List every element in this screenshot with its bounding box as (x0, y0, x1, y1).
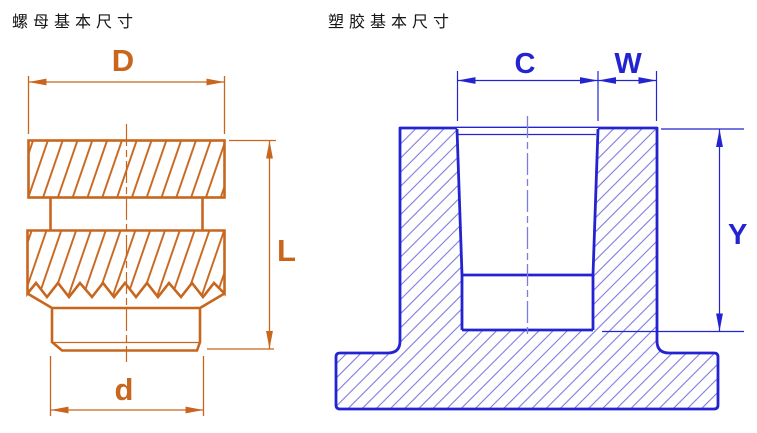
dimension-C: C (456, 48, 599, 121)
dimension-C-label: C (515, 48, 536, 80)
dimension-W: W (598, 48, 658, 121)
dimension-d: d (49, 356, 205, 416)
plastic-drawing-title: 塑胶基本尺寸 (328, 12, 455, 31)
nut-taper-cone (26, 292, 226, 310)
plastic-drawing: C W Y (334, 48, 747, 411)
nut-lower-knurl-band (26, 229, 226, 300)
dimension-Y: Y (602, 128, 747, 333)
dimension-Y-label: Y (728, 219, 747, 251)
nut-top-knurl-band (27, 139, 226, 199)
dimension-D-label: D (112, 43, 134, 78)
dimension-L: L (207, 139, 296, 350)
nut-drawing: D L d (26, 43, 296, 416)
dimension-L-label: L (277, 233, 296, 268)
dimension-D: D (27, 43, 226, 134)
nut-pilot-cylinder (50, 308, 202, 352)
nut-drawing-title: 螺母基本尺寸 (12, 12, 139, 31)
dimension-W-label: W (614, 48, 642, 80)
dimension-d-label: d (115, 372, 134, 407)
